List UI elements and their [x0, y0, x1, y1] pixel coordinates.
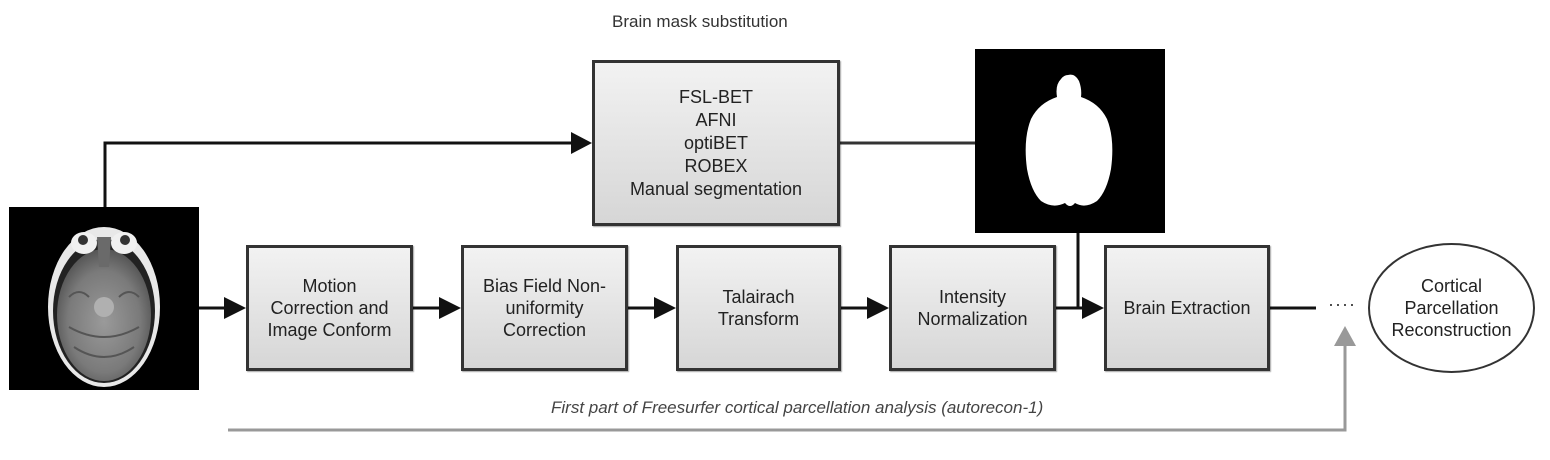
- cortical-parcellation-node[interactable]: Cortical Parcellation Reconstruction: [1368, 243, 1535, 373]
- method-fsl-bet: FSL-BET: [678, 86, 753, 107]
- arrowhead-bias: [439, 297, 461, 319]
- method-optibet: optiBET: [683, 132, 748, 153]
- arrowhead-substitution: [571, 132, 592, 154]
- arrowhead-motion: [224, 297, 246, 319]
- brain-mask-substitution-caption: Brain mask substitution: [612, 12, 788, 31]
- arrowhead-extraction: [1082, 297, 1104, 319]
- method-manual-segmentation: Manual segmentation: [629, 178, 803, 199]
- step-talairach-transform[interactable]: Talairach Transform: [676, 245, 841, 371]
- input-mri-image: [9, 207, 199, 390]
- step-bias-field-correction[interactable]: Bias Field Non- uniformity Correction: [461, 245, 628, 371]
- arrowhead-talairach: [654, 297, 676, 319]
- arrow-input-to-substitution: [103, 141, 588, 208]
- arrowhead-intensity: [867, 297, 889, 319]
- autorecon1-caption: First part of Freesurfer cortical parcel…: [551, 398, 1044, 417]
- step-motion-correction[interactable]: Motion Correction and Image Conform: [246, 245, 413, 371]
- mri-brain-icon: [48, 227, 160, 387]
- brain-mask-image: [975, 49, 1165, 233]
- arrowhead-autorecon1: [1334, 326, 1356, 346]
- method-afni: AFNI: [695, 109, 737, 130]
- step-brain-extraction[interactable]: Brain Extraction: [1104, 245, 1270, 371]
- continuation-ellipsis: ····: [1328, 294, 1356, 314]
- step-intensity-normalization[interactable]: Intensity Normalization: [889, 245, 1056, 371]
- bracket-autorecon1: [228, 342, 1347, 432]
- brain-mask-methods-box[interactable]: FSL-BET AFNI optiBET ROBEX Manual segmen…: [592, 60, 840, 226]
- brain-mask-icon: [1025, 74, 1113, 206]
- method-robex: ROBEX: [684, 155, 748, 176]
